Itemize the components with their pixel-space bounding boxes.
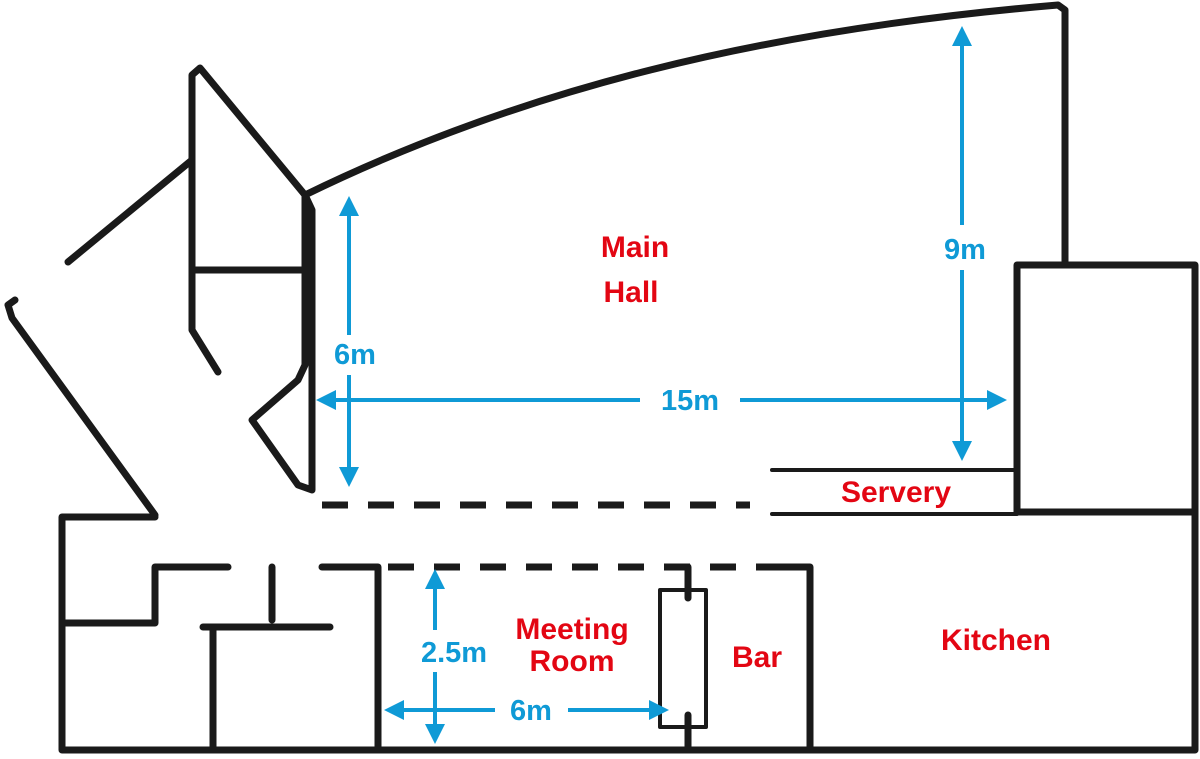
main-hall-depth-left-label: 6m bbox=[334, 339, 376, 371]
kitchen-left-wall bbox=[766, 563, 814, 754]
main-hall-width-label: 15m bbox=[661, 385, 719, 417]
main-hall-label-line1: Main bbox=[601, 231, 669, 264]
walls bbox=[4, 1, 1199, 754]
kitchen-label: Kitchen bbox=[941, 624, 1051, 657]
entrance-wedge-wall bbox=[64, 64, 309, 266]
main-hall-label-line2: Hall bbox=[603, 276, 658, 309]
servery-label: Servery bbox=[841, 476, 951, 509]
room-labels: Main Hall Servery Meeting Room Bar Kitch… bbox=[515, 231, 1051, 678]
entrance-inner-wall bbox=[188, 156, 222, 376]
left-room-wall-a bbox=[58, 563, 232, 627]
bar-counter bbox=[658, 588, 708, 729]
meeting-room-left-wall bbox=[318, 563, 382, 754]
meeting-room-depth-label: 2.5m bbox=[421, 637, 487, 669]
far-left-wall bbox=[4, 296, 159, 519]
main-hall-depth-right-label: 9m bbox=[944, 234, 986, 266]
meeting-room-label-line2: Room bbox=[530, 645, 615, 678]
main-hall-left-wall bbox=[248, 191, 316, 494]
bar-label: Bar bbox=[732, 641, 782, 674]
lower-building-outer-wall bbox=[58, 261, 1199, 754]
main-hall-outer-wall bbox=[301, 1, 1069, 266]
meeting-room-width-label: 6m bbox=[510, 695, 552, 727]
meeting-room-label-line1: Meeting bbox=[515, 613, 628, 646]
dimension-labels: 15m 6m 9m 2.5m 6m bbox=[334, 234, 986, 727]
dimension-lines bbox=[316, 25, 1007, 744]
